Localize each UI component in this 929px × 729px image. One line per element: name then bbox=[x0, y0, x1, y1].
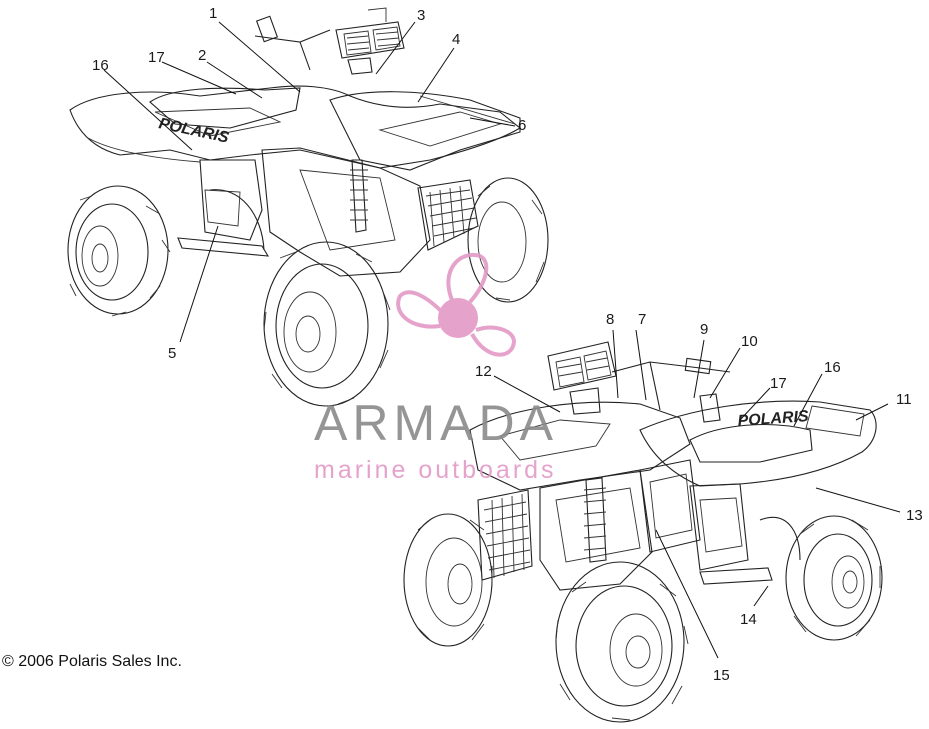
atv2-polaris-decal: POLARIS bbox=[737, 408, 809, 430]
atv-front-view: POLARIS bbox=[403, 341, 883, 723]
atv2-seat bbox=[689, 424, 813, 463]
atv1-polaris-decal: POLARIS bbox=[157, 115, 230, 146]
callout-17-second: 17 bbox=[770, 375, 787, 392]
leader-lines bbox=[103, 21, 901, 659]
callout-3: 3 bbox=[417, 7, 425, 24]
copyright-notice: © 2006 Polaris Sales Inc. bbox=[2, 653, 182, 670]
callout-8: 8 bbox=[606, 311, 614, 328]
callout-12: 12 bbox=[475, 363, 492, 380]
watermark-tagline: marine outboards bbox=[314, 456, 557, 484]
atv1-seat bbox=[149, 87, 301, 129]
callout-9: 9 bbox=[700, 321, 708, 338]
atv1-headlight-pod bbox=[335, 7, 405, 75]
callout-5: 5 bbox=[168, 345, 176, 362]
callout-2: 2 bbox=[198, 47, 206, 64]
atv2-grille bbox=[477, 489, 533, 581]
callout-16-second: 16 bbox=[824, 359, 841, 376]
watermark-brand: ARMADA bbox=[314, 395, 558, 451]
armada-watermark: ARMADA marine outboards bbox=[314, 252, 558, 484]
callout-14: 14 bbox=[740, 611, 757, 628]
callout-numbers: 1 2 3 4 5 6 7 8 9 10 11 12 13 14 15 16 1… bbox=[92, 5, 923, 684]
callout-1: 1 bbox=[209, 5, 217, 22]
callout-11: 11 bbox=[896, 391, 912, 408]
callout-10: 10 bbox=[741, 333, 758, 350]
callout-4: 4 bbox=[452, 31, 460, 48]
atv2-front-fender bbox=[469, 401, 691, 491]
callout-13: 13 bbox=[906, 507, 923, 524]
atv1-grille bbox=[417, 179, 479, 251]
atv2-front-wheel bbox=[555, 561, 689, 723]
atv1-front-wheel bbox=[263, 241, 391, 407]
atv2-front-right-wheel bbox=[403, 513, 493, 647]
callout-6: 6 bbox=[518, 117, 526, 134]
callout-17: 17 bbox=[148, 49, 165, 66]
atv2-rear-wheel bbox=[785, 515, 883, 641]
atv-rear-view: POLARIS bbox=[67, 7, 549, 407]
atv1-handlebar bbox=[254, 29, 331, 71]
atv1-front-left-wheel bbox=[467, 177, 549, 303]
callout-16: 16 bbox=[92, 57, 109, 74]
atv1-front-fender bbox=[329, 91, 521, 171]
callout-7: 7 bbox=[638, 311, 646, 328]
atv2-rear-fender bbox=[639, 400, 877, 487]
callout-15: 15 bbox=[713, 667, 730, 684]
atv1-rear-fender bbox=[69, 85, 521, 169]
atv2-handlebar bbox=[611, 361, 731, 373]
atv1-rear-wheel bbox=[67, 185, 171, 317]
propeller-icon bbox=[396, 252, 517, 357]
